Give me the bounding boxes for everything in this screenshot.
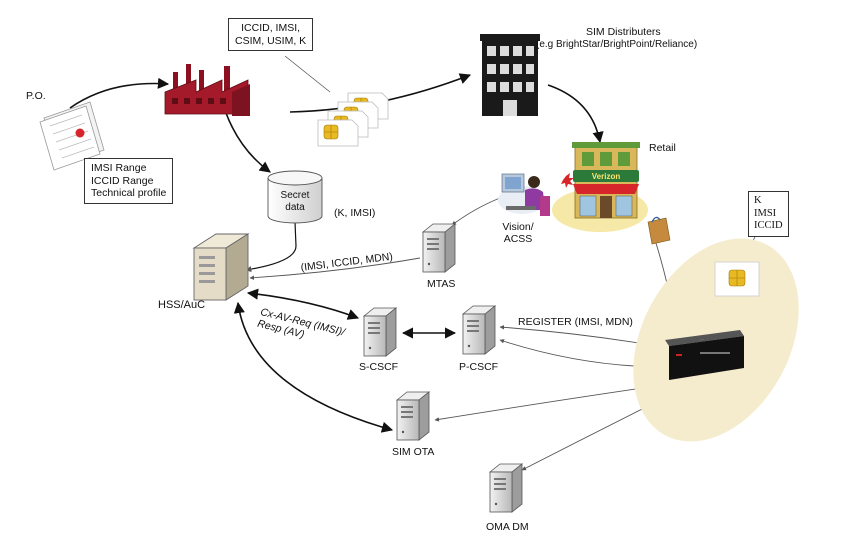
sim-card-icon — [714, 261, 760, 297]
scscf-label: S-CSCF — [359, 361, 399, 373]
hss-to-simota-arrow — [233, 301, 394, 433]
device-info-line: K — [754, 195, 762, 206]
distributors-subtitle: (e.g BrightStar/BrightPoint/Reliance) — [536, 39, 698, 50]
server-icon — [489, 463, 523, 513]
mtas-to-hss-line — [249, 257, 421, 280]
k-imsi-label: (K, IMSI) — [334, 207, 376, 219]
factory-info-line: CSIM, USIM, K — [235, 34, 307, 47]
po-info-line: Technical profile — [91, 187, 167, 199]
register-label: REGISTER (IMSI, MDN) — [518, 316, 633, 328]
retail-to-device-line — [654, 239, 670, 289]
oma-dm-label: OMA DM — [486, 521, 529, 533]
vision-acss-label: Vision/ ACSS — [502, 221, 534, 245]
document-stack-icon — [39, 101, 105, 171]
database-to-hss-line — [245, 221, 297, 273]
device-info-line: ICCID — [754, 220, 783, 231]
router-icon: ---- — [665, 330, 744, 380]
distributors-title: SIM Distributers — [586, 26, 661, 38]
factory-icon — [164, 64, 250, 116]
sim-ota-label: SIM OTA — [392, 446, 435, 458]
retail-label: Retail — [649, 142, 676, 154]
sim-card-icon — [317, 92, 389, 147]
mtas-label: MTAS — [427, 278, 456, 290]
store-icon: Verizon — [552, 142, 648, 232]
po-label: P.O. — [26, 90, 46, 102]
factory-info-line: ICCID, IMSI, — [241, 22, 301, 34]
pcscf-to-device-line — [499, 325, 658, 348]
server-icon — [192, 233, 250, 301]
po-info-box: IMSI Range ICCID Range Technical profile — [84, 158, 174, 204]
agent-icon — [498, 173, 550, 216]
pcscf-label: P-CSCF — [459, 361, 499, 373]
device-area: ---- — [633, 238, 799, 442]
device-info-box: K IMSI ICCID — [748, 191, 789, 237]
database-icon — [267, 170, 323, 224]
factory-box-pointer — [284, 55, 331, 93]
svg-text:----: ---- — [700, 337, 704, 341]
factory-to-database-arrow — [225, 112, 271, 173]
po-info-line: IMSI Range — [91, 162, 147, 174]
store-sign: Verizon — [592, 172, 621, 181]
factory-info-box: ICCID, IMSI, CSIM, USIM, K — [228, 18, 314, 51]
secret-data-label: Secret data — [280, 190, 310, 213]
po-info-line: ICCID Range — [91, 174, 154, 187]
hss-label: HSS/AuC — [158, 299, 206, 311]
vision-to-mtas-line — [451, 197, 501, 226]
simota-to-device-line — [434, 383, 664, 422]
distributors-to-retail-arrow — [547, 84, 604, 144]
server-icon — [363, 307, 397, 357]
po-to-factory-arrow — [69, 77, 170, 109]
building-icon — [480, 34, 540, 116]
device-info-line: IMSI — [754, 207, 777, 219]
server-icon — [396, 391, 430, 441]
bag-icon — [647, 216, 671, 245]
server-icon — [422, 223, 456, 273]
server-icon — [462, 305, 496, 355]
